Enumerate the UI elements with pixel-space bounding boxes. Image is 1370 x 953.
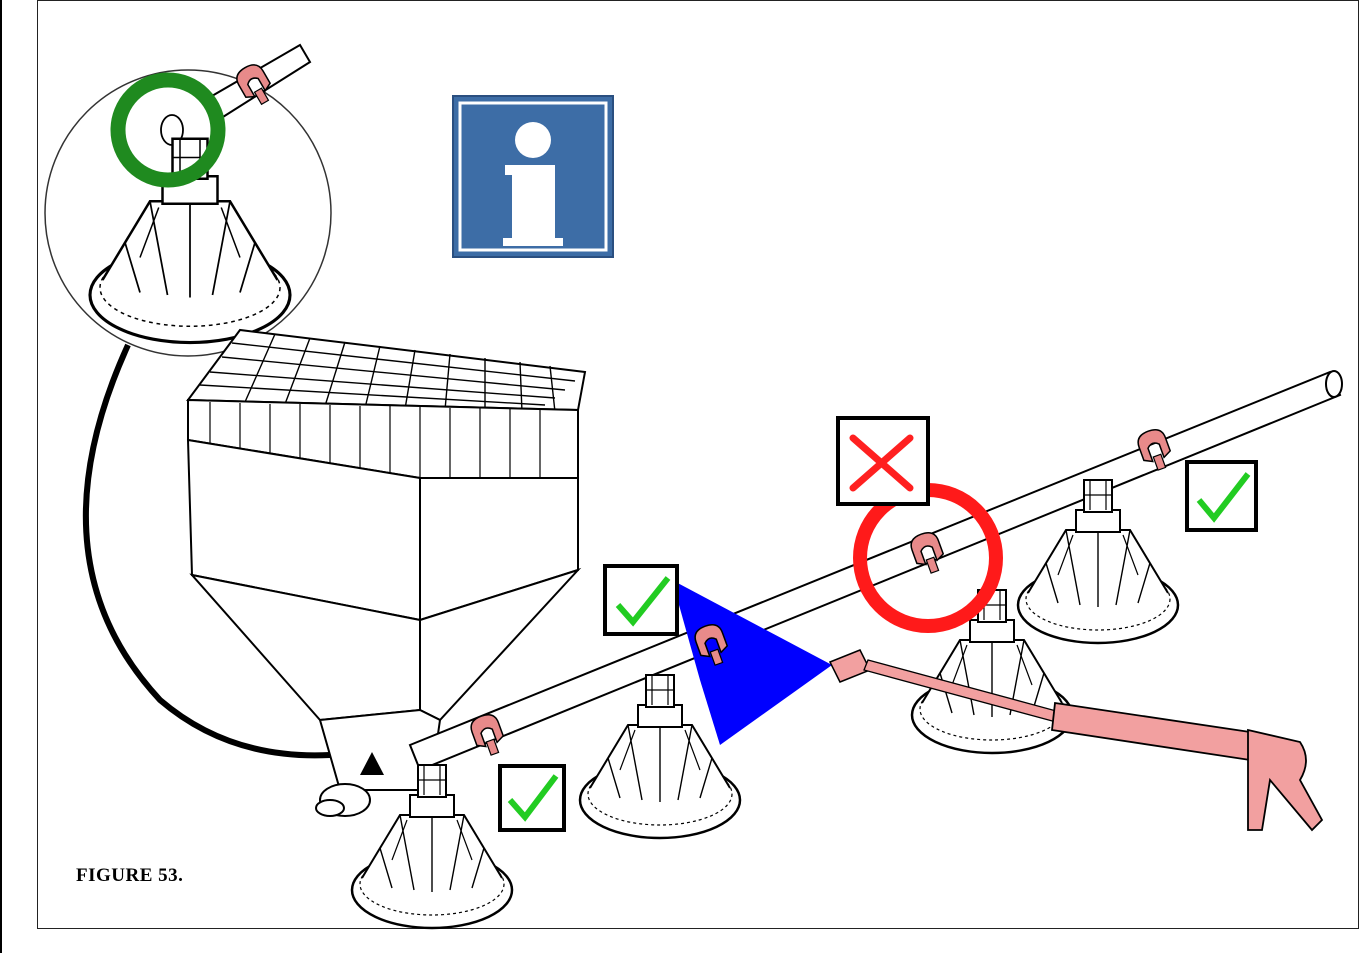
check-mark-icon	[498, 764, 566, 832]
ok-circle	[110, 72, 226, 188]
detail-magnifier	[44, 43, 332, 357]
feed-hopper	[186, 328, 587, 817]
cross-mark-icon	[836, 416, 930, 506]
spray-beam	[672, 580, 832, 745]
check-mark-icon	[1185, 460, 1258, 532]
page-left-rule	[0, 0, 2, 953]
spray-lance	[828, 649, 1324, 832]
feed-pipe	[408, 370, 1342, 772]
information-sign-icon	[452, 95, 614, 258]
figure-caption: FIGURE 53.	[76, 865, 184, 886]
feeder-4	[1016, 425, 1180, 645]
leader-curve	[82, 343, 331, 759]
check-mark-icon	[603, 564, 679, 636]
